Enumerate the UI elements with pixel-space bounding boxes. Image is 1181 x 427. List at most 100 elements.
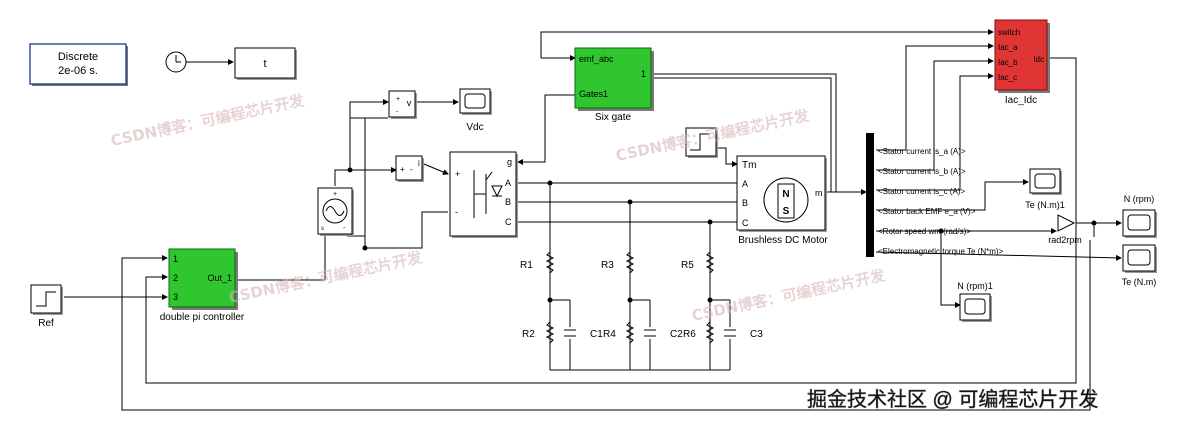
torque-step-block[interactable]	[685, 127, 718, 158]
resistor-r4[interactable]	[625, 321, 635, 344]
six-gate-label: Six gate	[595, 112, 632, 123]
svg-text:<Rotor speed wm (rad/s)>: <Rotor speed wm (rad/s)>	[878, 227, 971, 236]
svg-text:A: A	[505, 178, 511, 188]
svg-text:Te (N.m): Te (N.m)	[1122, 277, 1157, 287]
svg-text:Iac_a: Iac_a	[998, 43, 1018, 52]
motor-label: Brushless DC Motor	[738, 235, 828, 246]
svg-text:m: m	[815, 188, 823, 198]
ref-label: Ref	[38, 318, 54, 329]
sample-time-label: 2e-06 s.	[58, 65, 98, 77]
resistor-r1[interactable]	[545, 251, 555, 274]
capacitor-c2[interactable]	[643, 327, 657, 339]
svg-text:Te (N.m)1: Te (N.m)1	[1025, 200, 1065, 210]
svg-text:N (rpm): N (rpm)	[1124, 194, 1155, 204]
junction-dots	[347, 167, 1097, 303]
svg-text:-: -	[396, 109, 399, 116]
svg-text:S: S	[783, 206, 790, 217]
watermark-text-3: CSDN博客：可编程芯片开发	[227, 248, 425, 307]
c1-label: C1	[590, 329, 603, 340]
v-label: v	[407, 98, 412, 108]
controlled-voltage-source-block[interactable]: + s -	[317, 187, 354, 236]
svg-text:A: A	[742, 179, 748, 189]
signal-wires	[64, 29, 1122, 411]
bus-selector-block[interactable]	[866, 133, 874, 257]
capacitor-c3[interactable]	[723, 327, 737, 339]
clock-block[interactable]	[165, 51, 187, 73]
i-label: i	[418, 159, 420, 168]
svg-text:<Stator current is_b (A)>: <Stator current is_b (A)>	[878, 167, 966, 176]
svg-text:<Stator current is_c (A)>: <Stator current is_c (A)>	[878, 187, 965, 196]
svg-text:C: C	[742, 218, 749, 228]
rad2rpm-gain-block[interactable]: rad2rpm	[1048, 214, 1082, 245]
svg-text:<Electromagnetic torque Te (N*: <Electromagnetic torque Te (N*m)>	[878, 247, 1004, 256]
svg-text:rad2rpm: rad2rpm	[1048, 235, 1082, 245]
svg-text:-: -	[343, 225, 346, 232]
svg-text:g: g	[507, 157, 512, 167]
svg-text:B: B	[505, 197, 511, 207]
watermark-text-4: CSDN博客：可编程芯片开发	[690, 266, 888, 325]
svg-text:+: +	[455, 169, 460, 179]
vdc-scope-label: Vdc	[466, 122, 483, 133]
pi-controller-label: double pi controller	[160, 312, 245, 323]
svg-text:Iac_b: Iac_b	[998, 58, 1018, 67]
svg-text:+: +	[400, 165, 405, 174]
svg-text:C: C	[505, 217, 512, 227]
ref-step-block[interactable]: Ref	[30, 284, 63, 329]
r6-label: R6	[683, 329, 696, 340]
r1-label: R1	[520, 260, 533, 271]
n-rpm-scope[interactable]: N (rpm)	[1122, 194, 1157, 238]
bottom-watermark-text: 掘金技术社区 @ 可编程芯片开发	[807, 388, 1098, 411]
brushless-dc-motor-block[interactable]: Tm A B C m N S Brushless DC Motor	[736, 155, 828, 246]
te-scope-1[interactable]: Te (N.m)1	[1025, 168, 1065, 210]
double-pi-controller-block[interactable]: 1 2 3 Out_1 double pi controller	[160, 248, 245, 323]
svg-text:Out_1: Out_1	[207, 273, 232, 283]
load-rc-network: R1 R3 R5 R2 C1 R4 C2 R6 C3	[520, 251, 763, 344]
svg-text:2: 2	[173, 273, 178, 283]
svg-text:+: +	[396, 96, 400, 103]
r4-label: R4	[603, 329, 616, 340]
iac-idc-label: Iac_Idc	[1005, 95, 1037, 106]
te-scope[interactable]: Te (N.m)	[1122, 244, 1157, 287]
c3-label: C3	[750, 329, 763, 340]
resistor-r6[interactable]	[705, 321, 715, 344]
svg-text:-: -	[410, 165, 413, 174]
svg-text:3: 3	[173, 292, 178, 302]
svg-text:B: B	[742, 198, 748, 208]
c2-label: C2	[670, 329, 683, 340]
inverter-block[interactable]: + - g A B C	[449, 151, 518, 238]
resistor-r5[interactable]	[705, 251, 715, 274]
svg-text:N (rpm)1: N (rpm)1	[957, 281, 993, 291]
svg-text:Idc: Idc	[1033, 55, 1044, 64]
six-gate-block[interactable]: emf_abc Gates1 1 Six gate	[574, 47, 654, 123]
voltage-measurement-block[interactable]: + - v	[388, 90, 417, 119]
r5-label: R5	[681, 260, 694, 271]
capacitor-c1[interactable]	[563, 327, 577, 339]
bus-signal-labels: <Stator current is_a (A)> <Stator curren…	[878, 147, 1004, 256]
n-rpm-scope-1[interactable]: N (rpm)1	[957, 281, 993, 322]
svg-text:emf_abc: emf_abc	[579, 54, 614, 64]
watermark-text-1: CSDN博客：可编程芯片开发	[109, 91, 307, 150]
svg-text:switch: switch	[998, 28, 1020, 37]
svg-text:<Stator back EMF e_a (V)>: <Stator back EMF e_a (V)>	[878, 207, 976, 216]
discrete-label: Discrete	[58, 51, 98, 63]
resistor-r3[interactable]	[625, 251, 635, 274]
svg-text:Tm: Tm	[742, 160, 756, 171]
svg-text:-: -	[455, 207, 458, 217]
iac-idc-block[interactable]: switch Iac_a Iac_b Iac_c Idc Iac_Idc	[994, 19, 1050, 106]
time-output-block[interactable]: t	[234, 47, 297, 80]
current-measurement-block[interactable]: + - i	[395, 155, 424, 182]
vdc-scope[interactable]: Vdc	[459, 88, 492, 133]
svg-text:Gates1: Gates1	[579, 89, 608, 99]
svg-text:1: 1	[173, 254, 178, 264]
svg-text:N: N	[782, 189, 789, 200]
discrete-powergui-block[interactable]: Discrete 2e-06 s.	[29, 43, 128, 86]
resistor-r2[interactable]	[545, 321, 555, 344]
time-output-label: t	[263, 58, 266, 70]
svg-text:1: 1	[641, 69, 646, 79]
svg-text:+: +	[333, 191, 337, 198]
r3-label: R3	[601, 260, 614, 271]
svg-text:Iac_c: Iac_c	[998, 73, 1017, 82]
svg-text:s: s	[321, 226, 324, 232]
svg-text:<Stator current is_a (A)>: <Stator current is_a (A)>	[878, 147, 966, 156]
